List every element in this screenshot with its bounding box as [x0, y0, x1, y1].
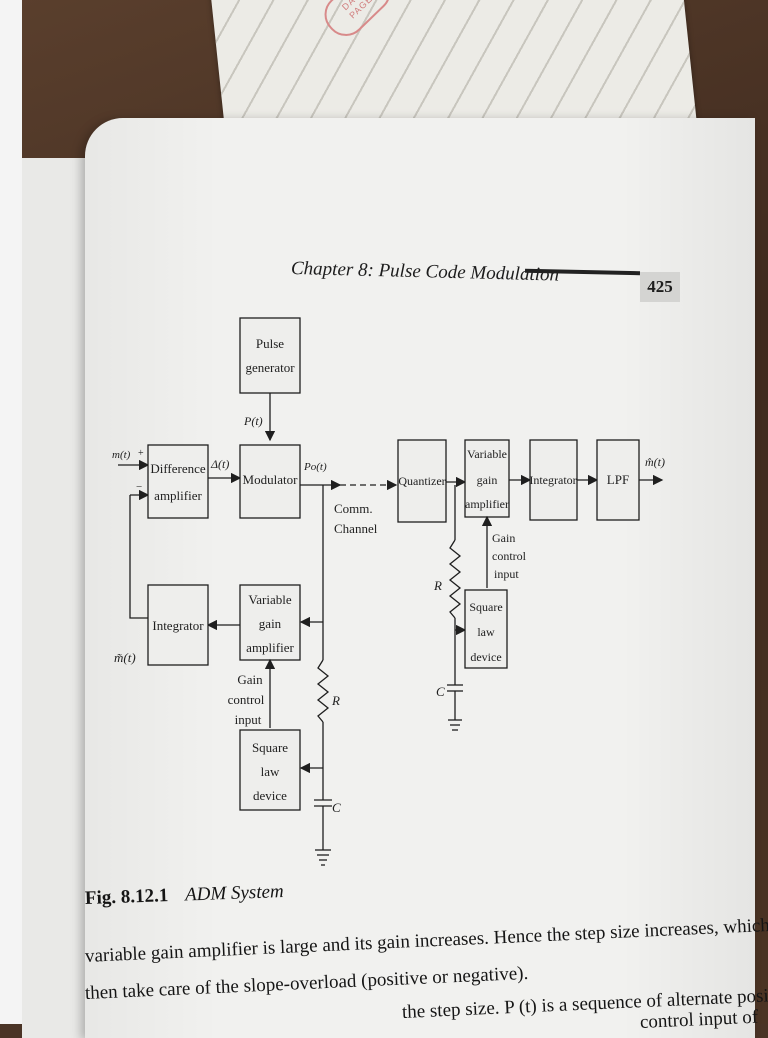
- tx-vga-label-2: gain: [259, 616, 282, 631]
- difference-amplifier-block: [147, 444, 209, 519]
- error-signal-label: Δ(t): [210, 457, 229, 471]
- rx-integrator-block: [529, 439, 578, 521]
- tx-integrator-block: [147, 584, 209, 666]
- difference-amplifier-label-2: amplifier: [154, 488, 202, 503]
- rx-vga-label-3: amplifier: [465, 497, 509, 511]
- tx-integrator-label: Integrator: [152, 618, 204, 633]
- modulator-block: [239, 444, 301, 519]
- modulator-label: Modulator: [243, 472, 299, 487]
- tx-feedback-line: [129, 495, 148, 619]
- comm-channel-label-1: Comm.: [334, 501, 373, 516]
- rx-variable-gain-amplifier-block: [464, 439, 510, 518]
- paper-edge-left: [0, 0, 22, 1024]
- tx-resistor: [316, 659, 330, 723]
- figure-title: ADM System: [184, 881, 285, 906]
- book-page: [85, 118, 755, 1038]
- tx-sld-label-1: Square: [252, 740, 288, 755]
- rx-gain-control-label-3: input: [494, 567, 519, 581]
- rx-square-law-block: [464, 589, 508, 669]
- tx-capacitor-label: C: [332, 800, 341, 815]
- tx-gain-control-label-1: Gain: [237, 672, 263, 687]
- comm-channel-label-2: Channel: [334, 521, 378, 536]
- rx-integrator-label: Integrator: [529, 473, 576, 487]
- minus-sign: −: [136, 481, 142, 493]
- rx-sld-label-1: Square: [469, 600, 502, 614]
- rx-vga-label-1: Variable: [467, 447, 507, 461]
- rx-resistor: [448, 539, 462, 619]
- pulse-generator-label-1: Pulse: [256, 336, 284, 351]
- tx-resistor-label: R: [331, 693, 340, 708]
- quantizer-block: [397, 439, 447, 523]
- plus-sign: +: [138, 448, 144, 459]
- rx-sld-label-2: law: [477, 625, 495, 639]
- rx-capacitor-label: C: [436, 684, 445, 699]
- rx-gain-control-label-1: Gain: [492, 531, 515, 545]
- rx-resistor-label: R: [433, 578, 442, 593]
- page-shading: [85, 118, 755, 1038]
- difference-amplifier-label-1: Difference: [150, 461, 206, 476]
- tx-sld-label-2: law: [261, 764, 280, 779]
- tx-vga-label-1: Variable: [248, 592, 292, 607]
- tx-variable-gain-amplifier-block: [239, 584, 301, 661]
- lpf-label: LPF: [607, 472, 629, 487]
- pulse-signal-label: P(t): [243, 414, 263, 428]
- page-number: 425: [640, 272, 680, 302]
- tx-sld-label-3: device: [253, 788, 287, 803]
- feedback-signal-label: m̃(t): [114, 650, 136, 665]
- output-signal-label: m̂(t): [645, 455, 665, 469]
- rx-sld-label-3: device: [470, 650, 501, 664]
- quantizer-label: Quantizer: [398, 474, 445, 488]
- rx-gain-control-label-2: control: [492, 549, 527, 563]
- rx-vga-label-2: gain: [477, 473, 498, 487]
- tx-vga-label-3: amplifier: [246, 640, 294, 655]
- tx-gain-control-label-2: control: [228, 692, 265, 707]
- tx-gain-control-label-3: input: [235, 712, 262, 727]
- figure-number: Fig. 8.12.1: [84, 885, 169, 909]
- pulse-generator-block: [239, 317, 301, 394]
- modulator-output-label: Po(t): [303, 461, 327, 473]
- lpf-block: [596, 439, 640, 521]
- tx-square-law-block: [239, 729, 301, 811]
- pulse-generator-label-2: generator: [245, 360, 295, 375]
- input-signal-label: m(t): [112, 449, 131, 461]
